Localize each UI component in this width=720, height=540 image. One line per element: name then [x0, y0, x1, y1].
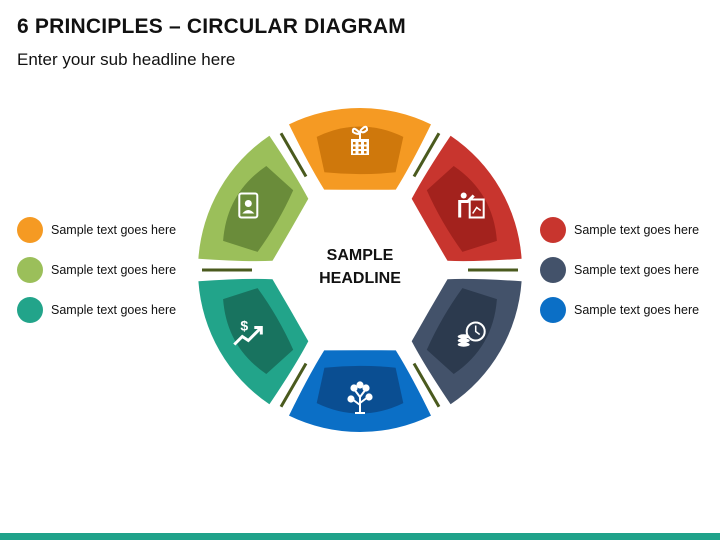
segment-connector [412, 362, 441, 408]
center-headline-line1: SAMPLE [326, 247, 394, 264]
dollar-document-icon [238, 192, 259, 219]
page-title: 6 PRINCIPLES – CIRCULAR DIAGRAM [17, 15, 406, 38]
segment-connector [279, 362, 308, 408]
segment-blue-inner [316, 365, 404, 414]
legend-item: Sample text goes here [17, 217, 176, 243]
person-at-chart-icon [458, 192, 485, 219]
dollar-growth-arrow-icon: $ [233, 318, 263, 346]
legend-dot [17, 257, 43, 283]
bottom-accent-bar [0, 533, 720, 540]
legend-right: Sample text goes here Sample text goes h… [540, 217, 699, 337]
legend-dot [540, 257, 566, 283]
page-subtitle: Enter your sub headline here [17, 50, 236, 69]
center-headline: SAMPLE HEADLINE [300, 244, 420, 290]
segment-connector [279, 132, 308, 178]
coins-clock-icon [457, 321, 486, 347]
legend-item: Sample text goes here [540, 217, 699, 243]
legend-label: Sample text goes here [51, 223, 177, 237]
legend-item: Sample text goes here [540, 297, 699, 323]
legend-item: Sample text goes here [540, 257, 699, 283]
legend-label: Sample text goes here [51, 303, 177, 317]
legend-label: Sample text goes here [574, 263, 700, 277]
segment-red-inner [426, 166, 497, 252]
money-tree-icon [347, 381, 373, 414]
legend-label: Sample text goes here [574, 223, 700, 237]
segment-slate-inner [426, 288, 497, 374]
legend-dot [17, 297, 43, 323]
legend-item: Sample text goes here [17, 297, 176, 323]
svg-text:$: $ [240, 318, 248, 334]
legend-item: Sample text goes here [17, 257, 176, 283]
segment-connector [412, 132, 441, 178]
center-headline-line2: HEADLINE [319, 270, 401, 287]
legend-label: Sample text goes here [51, 263, 177, 277]
legend-left: Sample text goes here Sample text goes h… [17, 217, 176, 337]
legend-dot [540, 217, 566, 243]
legend-dot [540, 297, 566, 323]
legend-label: Sample text goes here [574, 303, 700, 317]
plant-building-icon [351, 125, 369, 155]
legend-dot [17, 217, 43, 243]
